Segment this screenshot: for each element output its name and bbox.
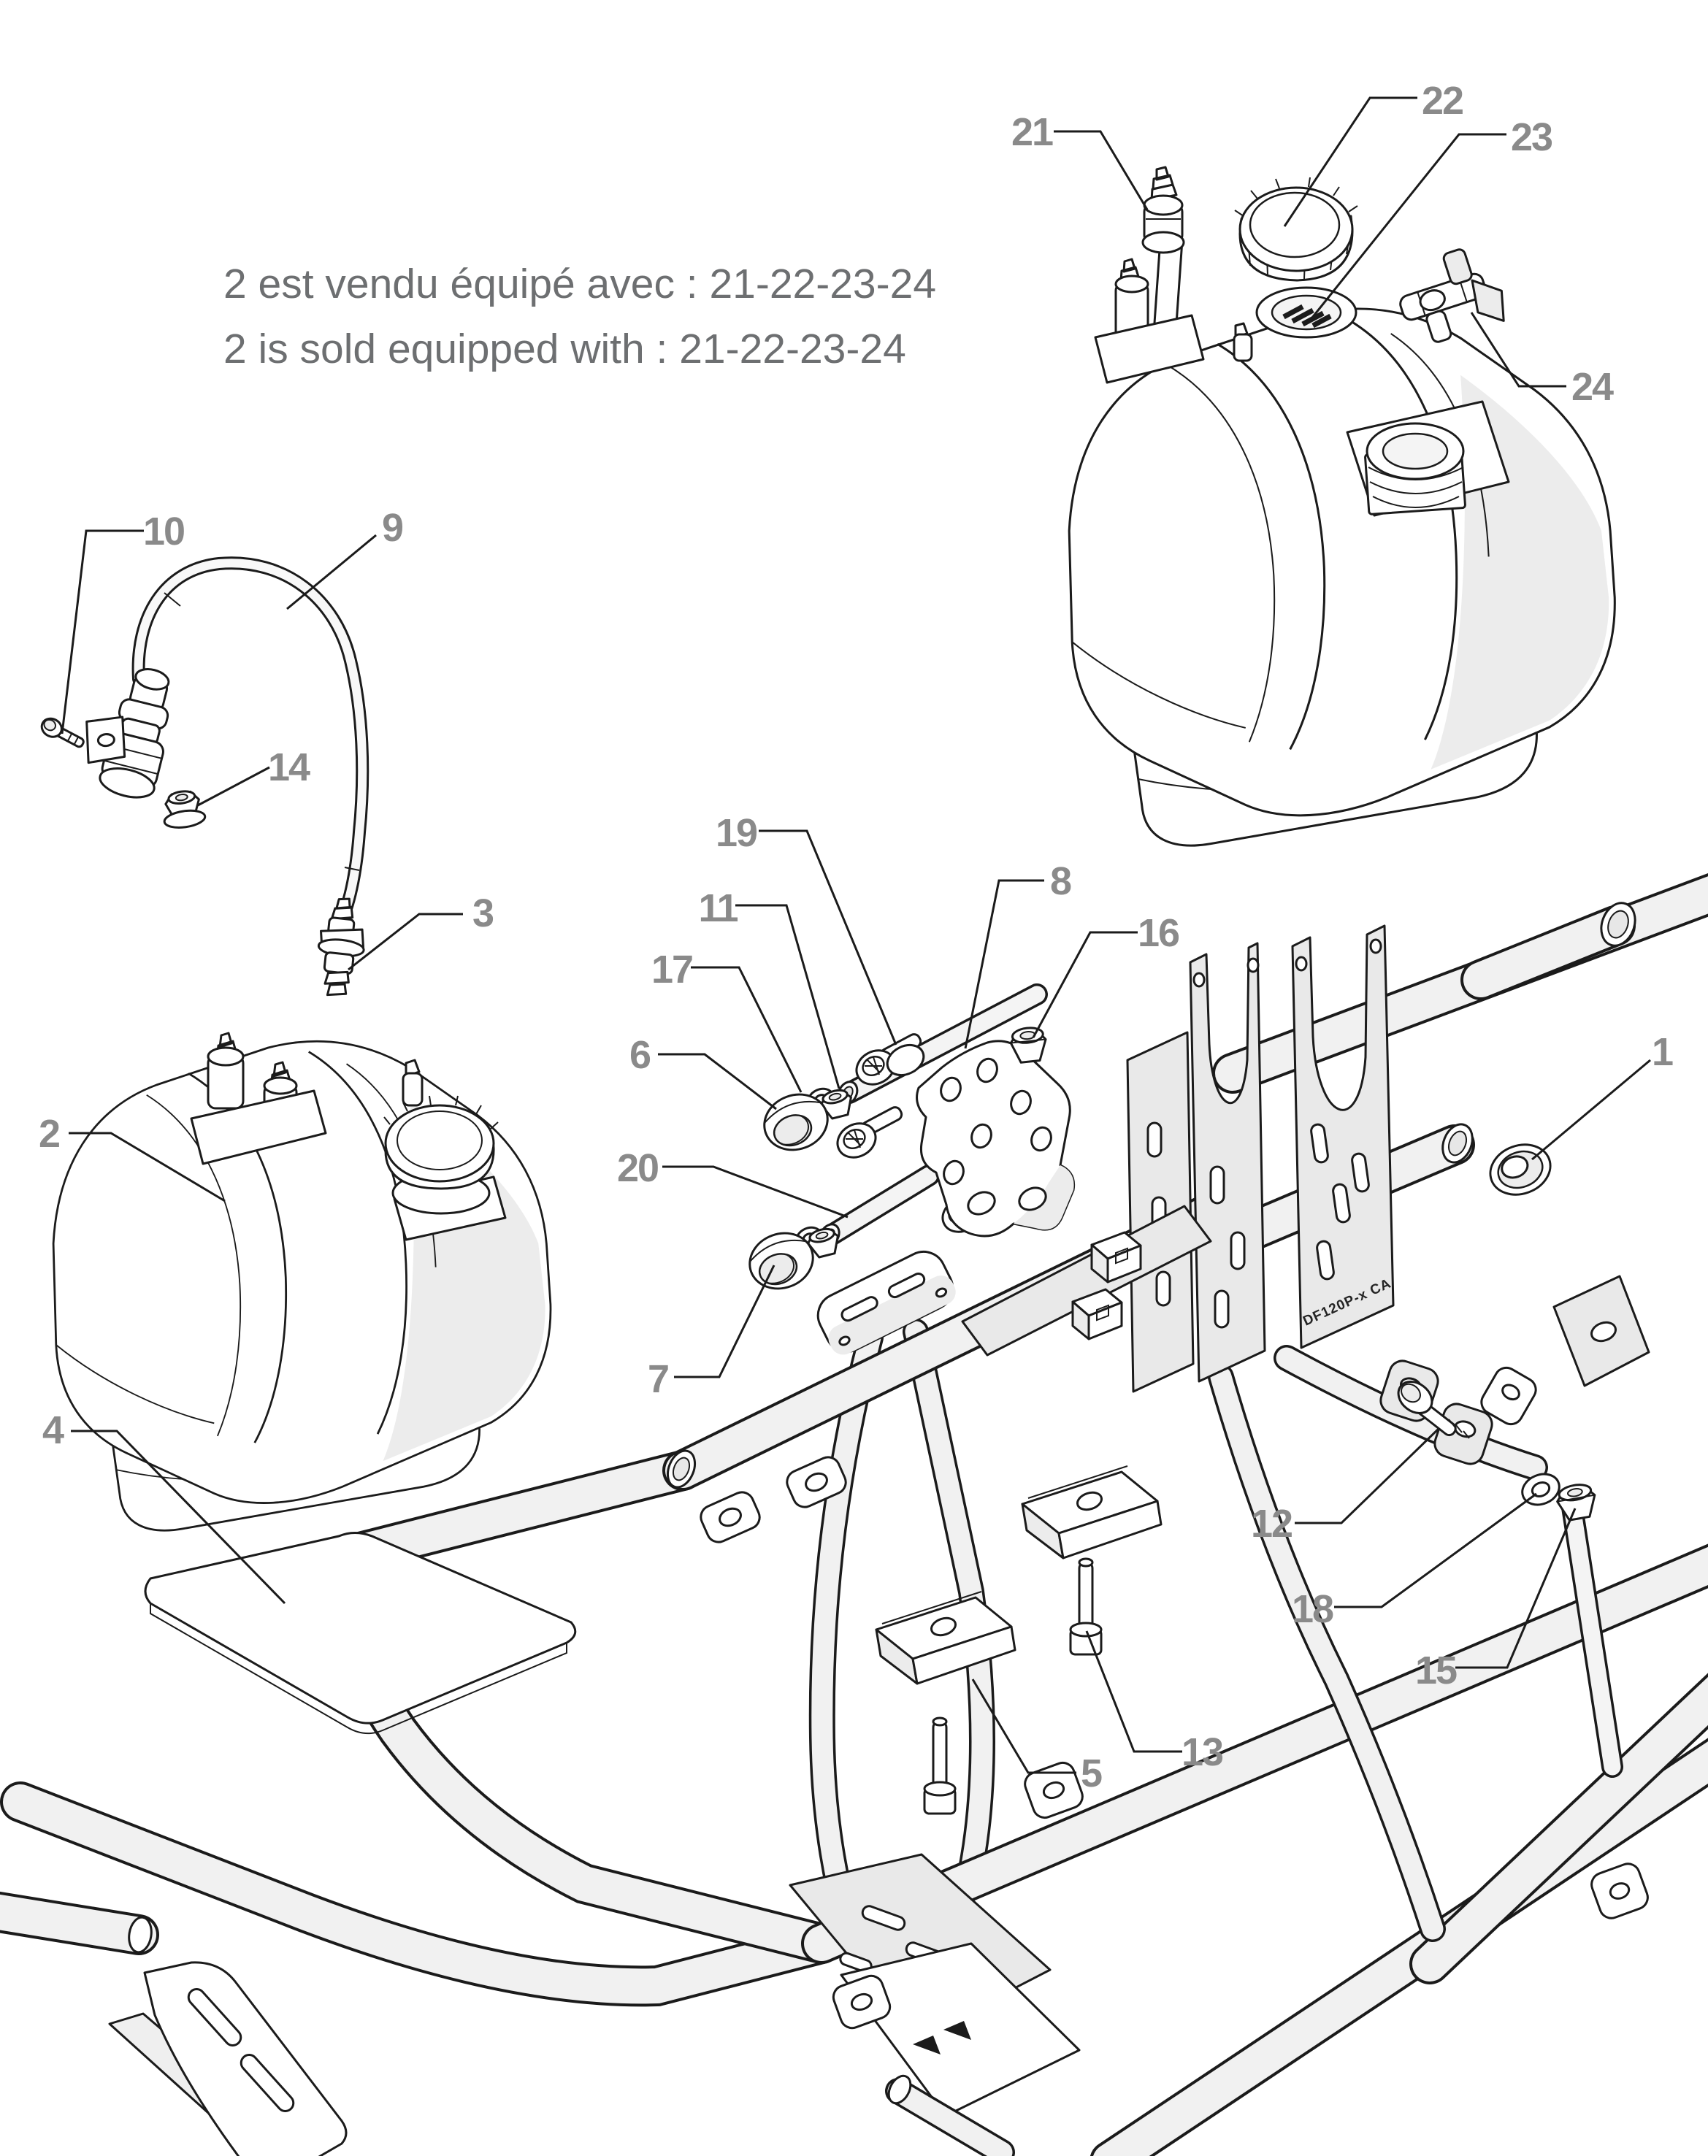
fuel-tank-top — [1068, 166, 1616, 847]
clamp-wedge-upper — [1021, 1465, 1163, 1560]
clamp-bolt — [1069, 1557, 1103, 1656]
note-line-en: 2 is sold equipped with : 21-22-23-24 — [223, 326, 906, 372]
callout-leader-4 — [71, 1430, 286, 1605]
callout-leader-14 — [197, 766, 270, 807]
callout-leader-3 — [348, 913, 463, 971]
callout-label-7: 7 — [648, 1357, 668, 1401]
callout-leader-5 — [971, 1679, 1076, 1774]
callout-leader-18 — [1334, 1492, 1537, 1608]
check-valve — [317, 897, 365, 997]
callout-label-8: 8 — [1050, 859, 1071, 903]
callout-leader-24 — [1470, 312, 1566, 388]
callout-leader-8 — [964, 879, 1044, 1049]
filler-neck — [1346, 400, 1510, 517]
callout-leader-7 — [674, 1265, 776, 1378]
callout-leader-2 — [69, 1132, 226, 1202]
tank-mat — [144, 1532, 577, 1735]
mount-screw — [40, 717, 85, 748]
fuel-tank-left — [52, 1032, 552, 1532]
callout-leader-22 — [1283, 96, 1417, 227]
callout-label-11: 11 — [698, 886, 738, 930]
callout-leader-15 — [1455, 1508, 1577, 1669]
callout-leader-21 — [1054, 130, 1149, 210]
callout-label-17: 17 — [651, 948, 692, 991]
callout-label-2: 2 — [39, 1112, 59, 1156]
callout-leaders — [61, 96, 1651, 1774]
callout-label-18: 18 — [1292, 1587, 1333, 1631]
callout-leader-19 — [759, 829, 897, 1046]
callout-leader-6 — [658, 1053, 777, 1110]
callout-leader-16 — [1032, 931, 1138, 1038]
fuel-cap-left — [383, 1095, 507, 1241]
tube-clamp-shell — [816, 1250, 956, 1355]
callout-label-16: 16 — [1138, 911, 1179, 955]
callout-label-23: 23 — [1511, 115, 1552, 159]
callout-leader-9 — [286, 534, 377, 610]
mount-hardware — [748, 983, 1076, 1290]
callout-label-5: 5 — [1081, 1752, 1102, 1795]
pedal-arm — [108, 1961, 348, 2156]
callout-label-4: 4 — [42, 1408, 64, 1452]
callout-label-13: 13 — [1182, 1730, 1223, 1774]
callout-label-22: 22 — [1422, 79, 1463, 123]
grommet-cap — [763, 1093, 829, 1151]
fuel-hose-assembly — [40, 556, 369, 997]
callout-leader-1 — [1531, 1059, 1651, 1161]
callout-label-3: 3 — [472, 891, 494, 935]
cap-gasket-23 — [1255, 286, 1357, 339]
vent-tube-21 — [1141, 166, 1189, 352]
callout-label-12: 12 — [1251, 1502, 1292, 1546]
t-nut-block — [1090, 1231, 1142, 1284]
callout-label-1: 1 — [1652, 1030, 1673, 1074]
clamp-wedge-lower — [875, 1591, 1016, 1685]
hex-nut — [820, 1089, 852, 1120]
callout-label-21: 21 — [1011, 110, 1053, 154]
callout-label-20: 20 — [617, 1146, 658, 1190]
mount-bracket-plate — [886, 1040, 1076, 1238]
callout-label-6: 6 — [629, 1033, 651, 1077]
lock-nut — [1556, 1484, 1596, 1522]
callout-leader-17 — [691, 966, 803, 1093]
callout-leader-12 — [1295, 1427, 1441, 1524]
callout-leader-20 — [662, 1165, 849, 1219]
note-line-fr: 2 est vendu équipé avec : 21-22-23-24 — [223, 261, 936, 307]
callout-leader-10 — [61, 529, 144, 734]
hose-connector — [85, 668, 170, 799]
callout-label-14: 14 — [268, 745, 310, 789]
callout-label-9: 9 — [382, 506, 403, 550]
callout-leader-11 — [735, 904, 840, 1089]
flange-nut — [163, 790, 207, 829]
shoulder-bolt — [1397, 1381, 1470, 1439]
vent-fitting — [190, 1032, 424, 1165]
callout-label-19: 19 — [716, 811, 757, 855]
cradle-gusset-plates: DF120P-x CA — [961, 924, 1395, 1393]
clamp-bolt — [923, 1716, 957, 1815]
t-nut-block — [1071, 1288, 1123, 1340]
fuel-cap-22 — [1234, 177, 1358, 282]
vent-fitting-24 — [1399, 248, 1505, 343]
callout-leader-13 — [1085, 1630, 1182, 1753]
callout-label-10: 10 — [143, 510, 184, 553]
gusset-plate-right — [1291, 924, 1395, 1349]
callout-label-15: 15 — [1415, 1649, 1457, 1692]
callout-label-24: 24 — [1571, 365, 1614, 409]
socket-bolt — [836, 1106, 903, 1159]
hex-nut — [807, 1227, 839, 1259]
callout-leader-23 — [1311, 133, 1506, 318]
